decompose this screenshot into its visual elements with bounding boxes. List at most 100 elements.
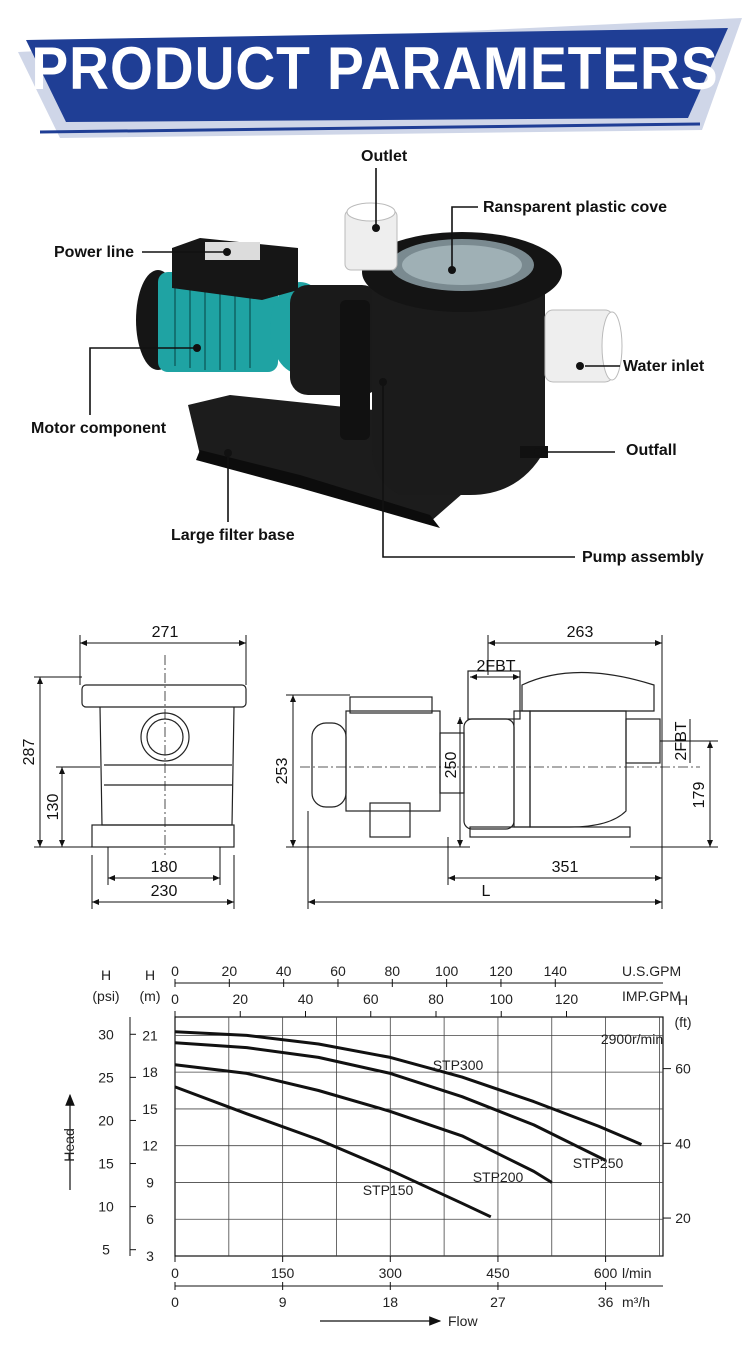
y-tick-psi: 10: [98, 1199, 114, 1215]
dim-front-base-inner: 180: [151, 859, 178, 876]
y-tick-psi: 25: [98, 1069, 114, 1085]
x-tick-lmin: 600: [594, 1265, 618, 1281]
x-tick-usgpm: 80: [385, 963, 401, 979]
x-axis-title: Flow: [448, 1313, 478, 1329]
y-tick-ft: 40: [675, 1135, 691, 1151]
y-tick-m: 18: [142, 1064, 158, 1080]
dim-front-height: 287: [21, 739, 38, 766]
m-axis-h: H: [145, 967, 155, 983]
callout-outfall: Outfall: [626, 442, 677, 459]
y-tick-m: 3: [146, 1248, 154, 1264]
x-tick-usgpm: 140: [544, 963, 568, 979]
x-tick-impgpm: 40: [298, 991, 314, 1007]
ft-axis-unit: (ft): [674, 1014, 691, 1030]
x-tick-lmin: 150: [271, 1265, 295, 1281]
label-plate: [205, 242, 260, 260]
plot-frame: [174, 1016, 664, 1257]
y-tick-m: 6: [146, 1211, 154, 1227]
x-tick-m3h: 9: [279, 1294, 287, 1310]
dimension-drawing: 271 287 130 180 230 263 2FBT 2FBT 253 25…: [21, 624, 718, 909]
y-tick-psi: 30: [98, 1026, 114, 1042]
dim-side-base-length: 351: [552, 859, 579, 876]
banner-bar: [26, 28, 728, 122]
dim-front-inlet-height: 130: [45, 794, 62, 821]
dim-side-overall: L: [482, 883, 491, 900]
x-tick-lmin: 300: [379, 1265, 403, 1281]
lmin-axis-unit: l/min: [622, 1265, 652, 1281]
usgpm-axis-unit: U.S.GPM: [622, 963, 681, 979]
leader-motor: [89, 347, 197, 415]
dim-front-base-outer: 230: [151, 883, 178, 900]
x-tick-impgpm: 60: [363, 991, 379, 1007]
impgpm-axis-unit: IMP.GPM: [622, 988, 681, 1004]
y-tick-psi: 5: [102, 1242, 110, 1258]
banner-underline: [39, 122, 701, 134]
strainer-pot: [372, 275, 545, 495]
dim-side-port-side: 2FBT: [673, 721, 690, 760]
dim-front-width: 271: [152, 624, 179, 641]
x-tick-m3h: 36: [598, 1294, 614, 1310]
y-tick-m: 12: [142, 1138, 158, 1154]
leader-cover: [451, 206, 478, 270]
grid-lines: [175, 1017, 663, 1256]
callout-power-line: Power line: [54, 244, 135, 261]
y-axis-title: Head: [61, 1128, 77, 1161]
pump-illustration: [89, 168, 623, 558]
callout-base: Large filter base: [171, 527, 295, 544]
x-tick-usgpm: 60: [330, 963, 346, 979]
psi-axis-h: H: [101, 967, 111, 983]
curve-label-stp250: STP250: [573, 1155, 624, 1171]
y-tick-ft: 60: [675, 1061, 691, 1077]
curve-stp200: [174, 1063, 553, 1184]
curve-label-stp300: STP300: [433, 1057, 484, 1073]
x-tick-usgpm: 100: [435, 963, 459, 979]
x-tick-m3h: 18: [383, 1294, 399, 1310]
dim-side-length: 263: [567, 624, 594, 641]
x-tick-impgpm: 120: [555, 991, 579, 1007]
x-tick-lmin: 450: [486, 1265, 510, 1281]
junction-box: [172, 238, 298, 300]
y-tick-m: 15: [142, 1101, 158, 1117]
x-tick-lmin: 0: [171, 1265, 179, 1281]
y-tick-psi: 15: [98, 1156, 114, 1172]
callout-water-inlet: Water inlet: [623, 358, 705, 375]
callout-motor: Motor component: [31, 420, 167, 437]
callout-cover: Ransparent plastic cove: [483, 199, 668, 216]
x-tick-impgpm: 20: [232, 991, 248, 1007]
x-tick-impgpm: 0: [171, 991, 179, 1007]
x-tick-impgpm: 100: [490, 991, 514, 1007]
curve-label-stp150: STP150: [363, 1182, 414, 1198]
curve-stp150: [174, 1085, 492, 1219]
m3h-axis-unit: m³/h: [622, 1294, 650, 1310]
banner-shape: [18, 18, 742, 138]
m-axis-unit: (m): [140, 988, 161, 1004]
x-tick-usgpm: 20: [222, 963, 238, 979]
y-tick-psi: 20: [98, 1112, 114, 1128]
y-tick-ft: 20: [675, 1210, 691, 1226]
ft-axis-h: H: [678, 992, 688, 1008]
curve-stp250: [174, 1041, 607, 1162]
x-tick-m3h: 27: [490, 1294, 506, 1310]
psi-axis-unit: (psi): [92, 988, 119, 1004]
leader-pump-assembly: [382, 382, 575, 558]
x-tick-m3h: 0: [171, 1294, 179, 1310]
y-tick-m: 9: [146, 1174, 154, 1190]
front-view: [81, 655, 247, 855]
curve-stp300: [174, 1030, 643, 1146]
dim-side-mid-height: 250: [443, 752, 460, 779]
dim-side-height: 253: [274, 758, 291, 785]
callout-pump-assembly: Pump assembly: [582, 549, 704, 566]
x-tick-usgpm: 40: [276, 963, 292, 979]
dim-side-inlet-height: 179: [691, 782, 708, 809]
x-tick-usgpm: 0: [171, 963, 179, 979]
side-view: [300, 670, 700, 838]
x-tick-usgpm: 120: [489, 963, 513, 979]
y-tick-m: 21: [142, 1027, 158, 1043]
callout-outlet: Outlet: [361, 148, 408, 165]
curve-label-stp200: STP200: [473, 1169, 524, 1185]
dim-side-port-top: 2FBT: [476, 658, 515, 675]
x-tick-impgpm: 80: [428, 991, 444, 1007]
